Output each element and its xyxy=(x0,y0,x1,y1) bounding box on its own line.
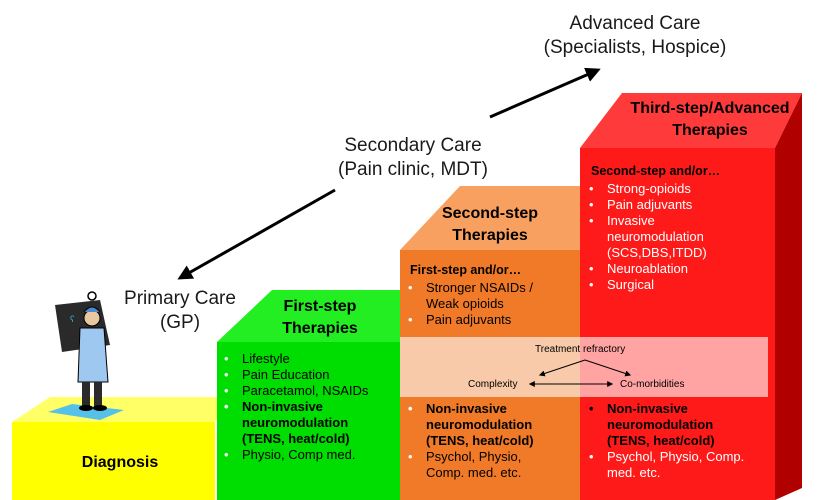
diagnosis-top-face xyxy=(12,397,235,422)
second-step-header: First-step and/or… xyxy=(410,263,522,277)
bold-line: (TENS, heat/cold) xyxy=(426,433,534,448)
second-step-title-line2: Therapies xyxy=(452,227,528,244)
advanced-care-title: Advanced Care xyxy=(569,13,701,34)
second-step-list-bottom: Non-invasive neuromodulation (TENS, heat… xyxy=(402,401,580,481)
item-line: med. etc. xyxy=(607,465,661,480)
secondary-care-label: Secondary Care (Pain clinic, MDT) xyxy=(318,134,508,182)
item-line: (SCS,DBS,ITDD) xyxy=(607,245,707,260)
item-line: neuromodulation xyxy=(607,229,704,244)
first-step-title-line1: First-step xyxy=(283,298,357,315)
primary-care-label: Primary Care (GP) xyxy=(110,287,250,335)
svg-text:ʕ: ʕ xyxy=(70,314,75,324)
second-step-title: Second-step Therapies xyxy=(410,203,570,247)
bold-line: neuromodulation xyxy=(607,417,714,432)
arrow-to-advanced xyxy=(489,67,601,119)
second-step-title-line1: Second-step xyxy=(441,205,538,222)
list-item: Invasive neuromodulation (SCS,DBS,ITDD) xyxy=(583,213,775,261)
bold-line: (TENS, heat/cold) xyxy=(607,433,715,448)
secondary-care-subtitle: (Pain clinic, MDT) xyxy=(338,159,488,180)
third-step-side-face xyxy=(775,93,802,500)
first-step-title-line2: Therapies xyxy=(282,320,358,337)
secondary-care-title: Secondary Care xyxy=(344,135,482,156)
item-line: Psychol, Physio, Comp. xyxy=(607,449,745,464)
list-item: Psychol, Physio, Comp. med. etc. xyxy=(583,449,775,481)
diagnosis-step xyxy=(12,422,215,500)
third-step-title-line1: Third-step/Advanced xyxy=(630,100,790,117)
refractory-band xyxy=(400,337,768,397)
advanced-care-label: Advanced Care (Specialists, Hospice) xyxy=(520,12,750,60)
complexity-label: Complexity xyxy=(468,379,518,390)
doctor-figure: ʕ xyxy=(48,291,124,420)
third-step-title-line2: Therapies xyxy=(672,122,748,139)
third-step-title: Third-step/Advanced Therapies xyxy=(615,98,805,142)
third-step-list-bottom: Non-invasive neuromodulation (TENS, heat… xyxy=(583,401,775,481)
treatment-refractory-label: Treatment refractory xyxy=(535,344,626,355)
item-line: Comp. med. etc. xyxy=(426,465,522,480)
first-step-top-face xyxy=(217,290,410,342)
item-line: Invasive xyxy=(607,213,655,228)
third-step-list-top: Second-step and/or… Strong-opioids Pain … xyxy=(583,163,775,293)
list-item: Neuroablation xyxy=(583,261,775,277)
bold-line: neuromodulation xyxy=(242,415,349,430)
diagnosis-title: Diagnosis xyxy=(81,454,159,471)
bold-line: neuromodulation xyxy=(426,417,533,432)
list-item: Pain adjuvants xyxy=(402,312,580,328)
list-item: Paracetamol, NSAIDs xyxy=(218,383,400,399)
bold-line: Non-invasive xyxy=(607,401,688,416)
third-step-header: Second-step and/or… xyxy=(591,164,721,178)
list-item: Non-invasive neuromodulation (TENS, heat… xyxy=(402,401,580,449)
list-item: Psychol, Physio, Comp. med. etc. xyxy=(402,449,580,481)
list-item: Non-invasive neuromodulation (TENS, heat… xyxy=(218,399,400,447)
band-arrow-right xyxy=(584,359,632,377)
second-step-list-top: First-step and/or… Stronger NSAIDs / Wea… xyxy=(402,262,580,328)
list-item: Pain adjuvants xyxy=(583,197,775,213)
list-item: Non-invasive neuromodulation (TENS, heat… xyxy=(583,401,775,449)
first-step-title: First-step Therapies xyxy=(240,296,400,340)
list-item: Surgical xyxy=(583,277,775,293)
list-item: Physio, Comp med. xyxy=(218,447,400,463)
first-step-list: Lifestyle Pain Education Paracetamol, NS… xyxy=(218,351,400,463)
primary-care-title: Primary Care xyxy=(124,288,236,309)
list-item: Pain Education xyxy=(218,367,400,383)
second-step-top-face xyxy=(400,186,585,250)
primary-care-subtitle: (GP) xyxy=(159,312,201,333)
bold-line: Non-invasive xyxy=(426,401,507,416)
item-line: Stronger NSAIDs / xyxy=(426,280,533,295)
band-arrow-left xyxy=(538,359,586,377)
list-item: Lifestyle xyxy=(218,351,400,367)
list-item: Stronger NSAIDs / Weak opioids xyxy=(402,280,580,312)
list-item: Strong-opioids xyxy=(583,181,775,197)
item-line: Psychol, Physio, xyxy=(426,449,522,464)
arrow-to-primary xyxy=(177,188,336,280)
bold-line: (TENS, heat/cold) xyxy=(242,431,350,446)
advanced-care-subtitle: (Specialists, Hospice) xyxy=(543,37,727,58)
third-step-top-face xyxy=(580,93,802,148)
item-line: Weak opioids xyxy=(426,296,504,311)
comorbidities-label: Co-morbidities xyxy=(620,379,685,390)
bold-line: Non-invasive xyxy=(242,399,323,414)
